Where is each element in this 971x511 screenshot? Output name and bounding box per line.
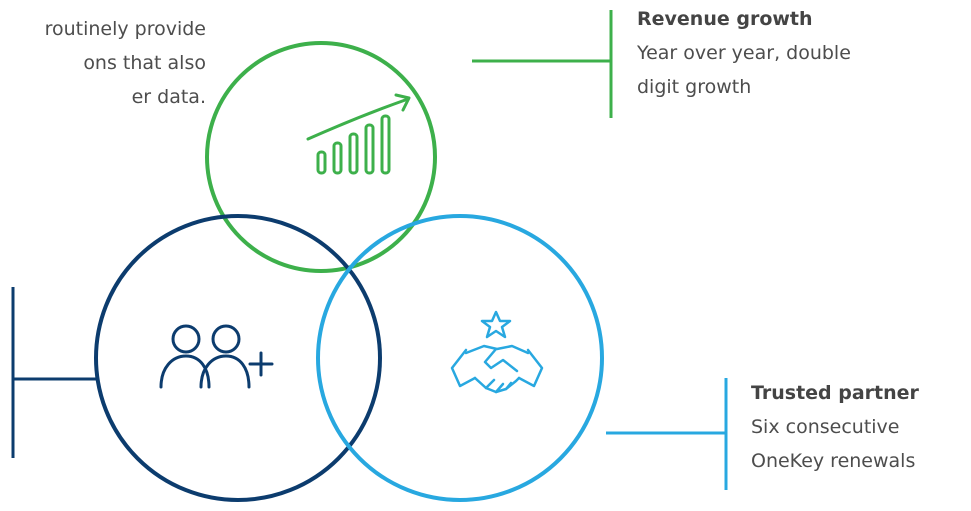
add-users-icon [159, 324, 274, 389]
intro-line-2: ons that also [83, 52, 206, 74]
revenue-callout: Revenue growth Year over year, double di… [637, 2, 851, 104]
intro-text: routinely provide ons that also er data. [0, 12, 206, 114]
customers-circle [94, 214, 382, 502]
handshake-star-icon [450, 310, 544, 394]
trusted-callout: Trusted partner Six consecutive OneKey r… [751, 376, 919, 478]
trusted-connector [606, 378, 728, 490]
trusted-title: Trusted partner [751, 382, 919, 404]
revenue-circle [205, 41, 437, 273]
intro-line-1: routinely provide [44, 18, 206, 40]
customer-connector [11, 287, 97, 458]
growth-bars-arrow-icon [306, 93, 411, 175]
trusted-line-2: OneKey renewals [751, 450, 916, 472]
trusted-circle [316, 214, 604, 502]
intro-line-3: er data. [131, 86, 206, 108]
revenue-line-2: digit growth [637, 76, 752, 98]
revenue-title: Revenue growth [637, 8, 813, 30]
trusted-line-1: Six consecutive [751, 416, 900, 438]
revenue-connector [472, 10, 613, 118]
revenue-line-1: Year over year, double [637, 42, 851, 64]
